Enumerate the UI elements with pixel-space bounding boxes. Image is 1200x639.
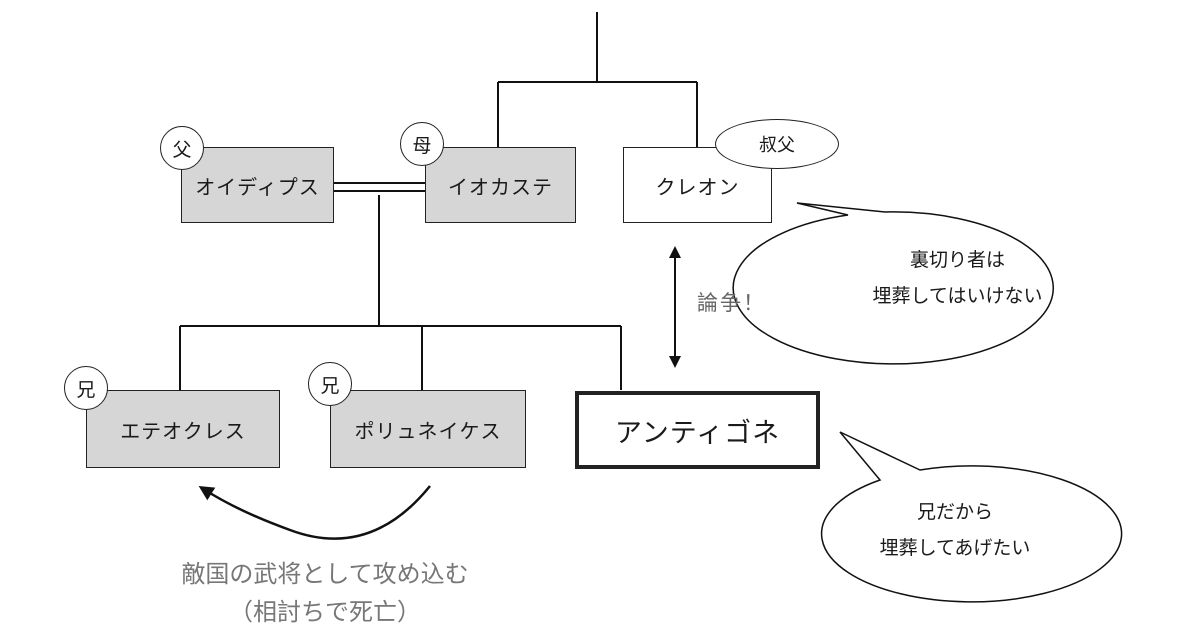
antigone-name: アンティゴネ <box>614 417 781 449</box>
creon-speech-line-1: 裏切り者は <box>909 249 1005 271</box>
oedipus-box: オイディプス <box>181 147 334 223</box>
creon-badge: 叔父 <box>715 119 839 169</box>
antigone-speech-bubble <box>820 431 1123 603</box>
eteocles-badge: 兄 <box>64 366 108 410</box>
eteocles-name: エテオクレス <box>120 418 246 443</box>
dispute-label: 論争！ <box>697 291 766 315</box>
creon-speech-bubble <box>732 202 1054 365</box>
polynices-box: ポリュネイケス <box>330 390 526 468</box>
polynices-name: ポリュネイケス <box>354 418 502 443</box>
antigone-speech-line-1: 兄だから <box>916 501 993 523</box>
jocasta-badge: 母 <box>400 122 444 166</box>
battle-caption-line-2: （相討ちで死亡） <box>229 598 421 626</box>
battle-caption: 敵国の武将として攻め込む （相討ちで死亡） <box>140 555 510 631</box>
antigone-speech-text: 兄だから 埋葬してあげたい <box>850 494 1060 566</box>
jocasta-name: イオカステ <box>448 174 553 199</box>
polynices-badge: 兄 <box>308 362 352 406</box>
creon-name: クレオン <box>655 174 740 199</box>
creon-speech-line-2: 埋葬してはいけない <box>872 285 1043 307</box>
oedipus-name: オイディプス <box>195 174 320 199</box>
battle-caption-line-1: 敵国の武将として攻め込む <box>181 560 469 588</box>
oedipus-badge: 父 <box>160 126 204 170</box>
creon-speech-text: 裏切り者は 埋葬してはいけない <box>855 242 1060 314</box>
jocasta-box: イオカステ <box>425 147 576 223</box>
battle-arrow <box>198 485 431 540</box>
antigone-speech-line-2: 埋葬してあげたい <box>879 537 1031 559</box>
eteocles-box: エテオクレス <box>86 390 280 468</box>
antigone-box: アンティゴネ <box>575 391 820 469</box>
